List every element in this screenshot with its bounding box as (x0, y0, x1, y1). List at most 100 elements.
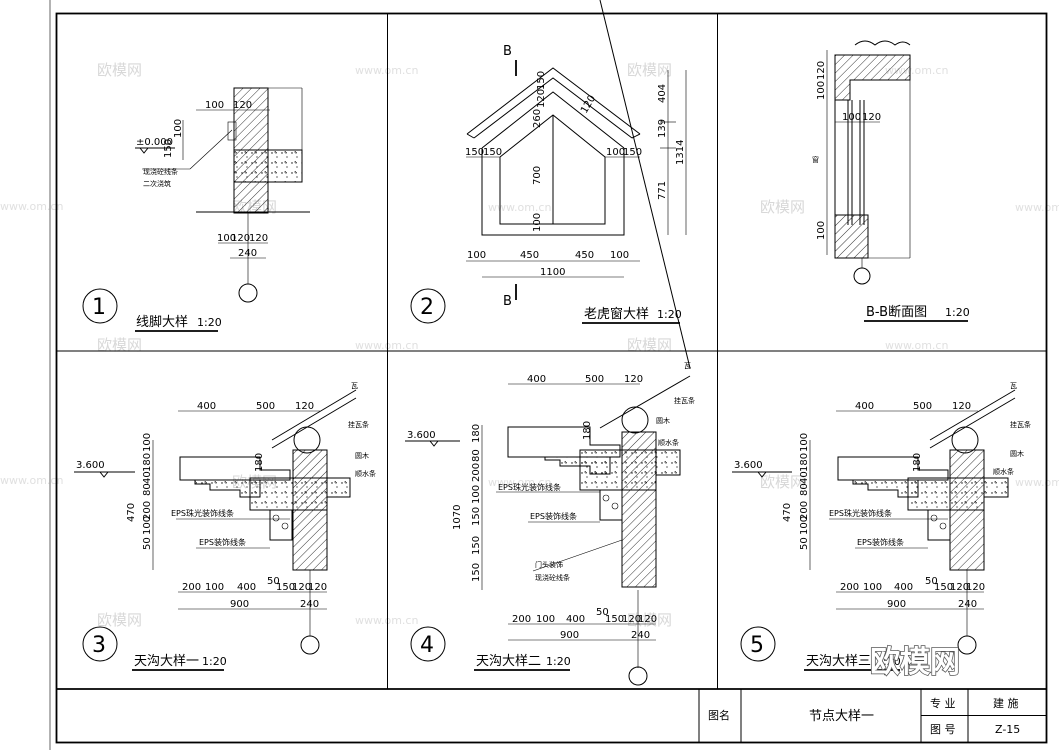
dim-label: 100 (799, 433, 810, 452)
detail-scale: 1:20 (657, 308, 682, 321)
level-mark: ±0.000 (136, 137, 173, 148)
dim-label: 100 (816, 81, 827, 100)
dim-label: 50 (799, 537, 810, 550)
detail-scale: 1:20 (546, 655, 571, 668)
detail-3: 100 180 180 40 80 200 100 470 50 400 500… (74, 382, 376, 671)
detail-bb-section: 100 120 100 120 100 窗 B-B断面图 1:20 (812, 40, 970, 322)
dim-label: 240 (300, 599, 319, 610)
watermark-brand: 欧模网 (760, 198, 805, 216)
callout-label: 二次浇筑 (143, 179, 171, 188)
dim-label: 120 (862, 112, 881, 123)
detail-scale: 1:20 (876, 655, 901, 668)
detail-number: 3 (92, 633, 106, 658)
watermark-url: www.om.cn (0, 200, 63, 213)
callout-label: 顺水条 (658, 438, 679, 447)
dim-label: 260 (532, 109, 543, 128)
dim-label: 150 (276, 582, 295, 593)
dim-label: 450 (575, 250, 594, 261)
dim-label: 500 (256, 401, 275, 412)
dim-label: 150 (623, 147, 642, 158)
dim-label: 139 (657, 119, 668, 138)
dim-label: 200 (182, 582, 201, 593)
dim-label: 100 (142, 433, 153, 452)
level-mark: 3.600 (76, 460, 105, 471)
callout-label: 挂瓦条 (348, 420, 369, 429)
callout-label: EPS珠光装饰线条 (829, 508, 892, 518)
dim-label: 120 (292, 582, 311, 593)
dim-label: 100 (610, 250, 629, 261)
discipline-label: 专 业 (930, 696, 956, 710)
detail-1: 100 120 150 100 ±0.000 现浇砼线条 二次浇筑 100 12… (82, 87, 310, 332)
dim-label: 50 (596, 607, 609, 618)
dim-label: 100 (863, 582, 882, 593)
dim-label: 80 (799, 483, 810, 496)
title-label: 图名 (708, 708, 730, 722)
callout-label: 挂瓦条 (674, 396, 695, 405)
dim-label: 120 (622, 614, 641, 625)
dim-label: 100 (173, 119, 184, 138)
dim-label: 500 (585, 374, 604, 385)
callout-label: 挂瓦条 (1010, 420, 1031, 429)
dim-label: 450 (520, 250, 539, 261)
callout-label: 瓦 (684, 362, 691, 370)
dim-label: 120 (638, 614, 657, 625)
dim-label: 240 (238, 248, 257, 259)
dim-label: 100 (799, 516, 810, 535)
dim-label: 200 (512, 614, 531, 625)
dim-label: 100 (142, 516, 153, 535)
dim-label: 50 (142, 537, 153, 550)
dim-label: 100 (606, 147, 625, 158)
dim-label: 150 (605, 614, 624, 625)
dim-label: 400 (237, 582, 256, 593)
level-mark: 3.600 (734, 460, 763, 471)
watermark-brand: 欧模网 (760, 473, 805, 491)
detail-title: B-B断面图 (866, 305, 927, 320)
callout-label: 瓦 (351, 382, 358, 390)
dim-label: 100 (816, 221, 827, 240)
dim-label: 200 (799, 501, 810, 520)
watermark-brand: 欧模网 (97, 61, 142, 79)
section-mark: B (503, 44, 512, 59)
dim-label: 400 (855, 401, 874, 412)
dim-label: 400 (527, 374, 546, 385)
detail-number: 1 (92, 295, 106, 320)
watermark-url: www.om.cn (488, 476, 551, 489)
detail-number: 2 (420, 295, 434, 320)
dim-label: 150 (471, 507, 482, 526)
watermark-url: www.om.cn (355, 339, 418, 352)
detail-4: 400 500 120 180 180 80 200 100 150 150 1… (405, 0, 695, 686)
dim-label: 400 (894, 582, 913, 593)
dim-label: 120 (231, 233, 250, 244)
dim-label: 771 (657, 181, 668, 200)
detail-scale: 1:20 (202, 655, 227, 668)
detail-title: 天沟大样一 (134, 654, 199, 669)
dim-label: 200 (471, 463, 482, 482)
callout-label: 门头装饰 (535, 560, 563, 569)
callout-label: 瓦 (1010, 382, 1017, 390)
dim-label: 120 (536, 89, 547, 108)
dim-label: 120 (624, 374, 643, 385)
watermark-url: www.om.cn (1015, 476, 1059, 489)
callout-label: EPS装饰线条 (530, 511, 577, 521)
dim-label: 100 (536, 614, 555, 625)
dim-label: 120 (295, 401, 314, 412)
dim-label: 150 (471, 536, 482, 555)
callout-label: 顺水条 (993, 467, 1014, 476)
watermark-url: www.om.cn (885, 339, 948, 352)
detail-number: 5 (750, 633, 764, 658)
dim-label: 100 (217, 233, 236, 244)
discipline-value: 建 施 (993, 696, 1019, 710)
watermark-url: www.om.cn (355, 614, 418, 627)
dim-label: 120 (950, 582, 969, 593)
dim-label: 200 (840, 582, 859, 593)
dim-label: 40 (142, 471, 153, 484)
drawing-number-value: Z-15 (995, 723, 1020, 736)
dim-label: 120 (579, 93, 598, 115)
dim-label: 50 (925, 576, 938, 587)
callout-label: EPS装饰线条 (857, 537, 904, 547)
watermark-url: www.om.cn (488, 201, 551, 214)
watermark-brand: 欧模网 (97, 336, 142, 354)
dim-label: 120 (966, 582, 985, 593)
